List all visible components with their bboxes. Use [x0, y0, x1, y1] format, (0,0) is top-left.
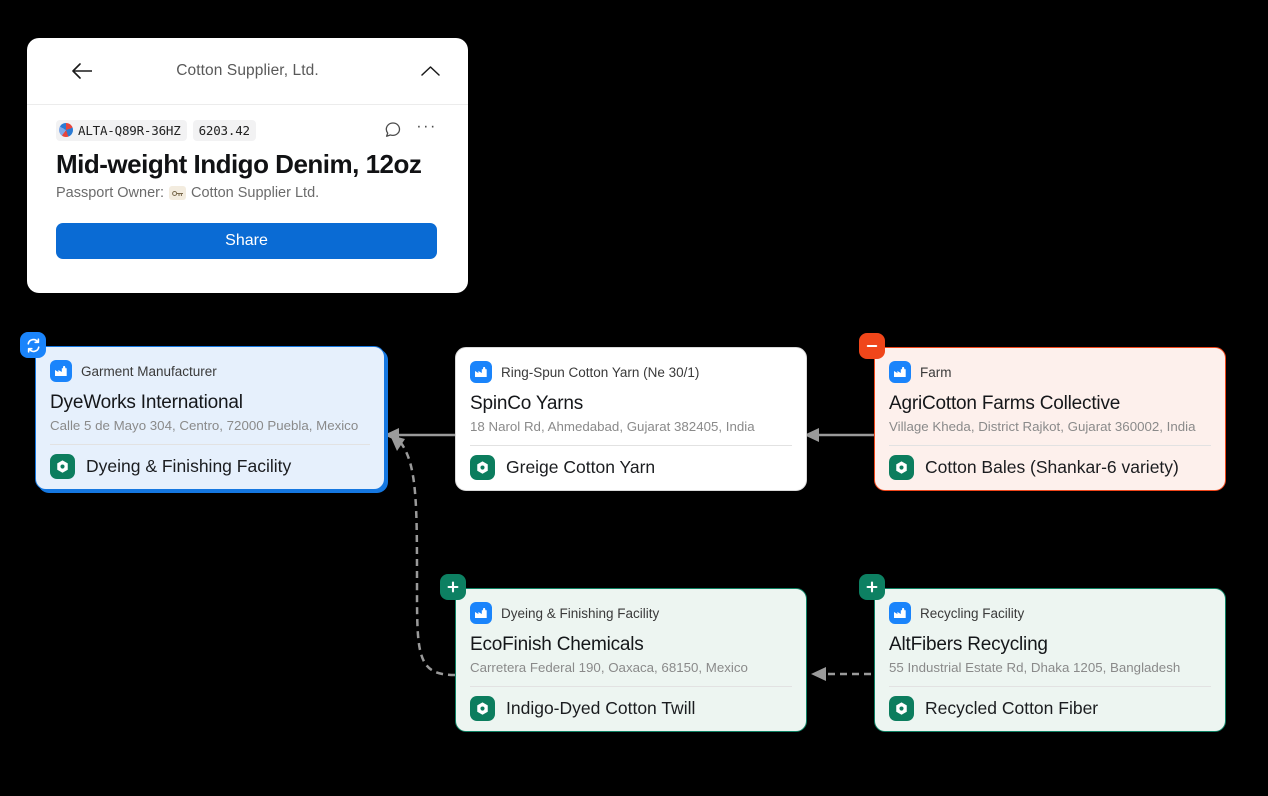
comment-bubble-icon[interactable]	[384, 121, 402, 139]
node-product-label: Greige Cotton Yarn	[506, 457, 656, 477]
node-product-row: Greige Cotton Yarn	[470, 455, 792, 480]
owner-prefix-label: Passport Owner:	[56, 185, 164, 201]
node-type-row: Recycling Facility	[889, 602, 1211, 624]
plus-icon[interactable]	[859, 574, 885, 600]
node-product-row: Indigo-Dyed Cotton Twill	[470, 696, 792, 721]
divider	[889, 445, 1211, 446]
panel-header: Cotton Supplier, Ltd.	[27, 38, 468, 105]
chevron-up-icon[interactable]	[418, 59, 442, 83]
product-node-icon	[889, 696, 914, 721]
node-address: Carretera Federal 190, Oaxaca, 68150, Me…	[470, 660, 748, 675]
alta-logo-icon	[59, 123, 73, 137]
node-card-ecofinish[interactable]: Dyeing & Finishing Facility EcoFinish Ch…	[440, 574, 807, 732]
plus-icon[interactable]	[440, 574, 466, 600]
passport-id-text: ALTA-Q89R-36HZ	[78, 122, 181, 138]
divider	[889, 686, 1211, 687]
node-product-label: Dyeing & Finishing Facility	[86, 456, 292, 476]
ellipsis-icon[interactable]: ···	[416, 118, 437, 135]
node-type-label: Recycling Facility	[920, 605, 1025, 621]
panel-body: ALTA-Q89R-36HZ 6203.42 ··· Mid-weight In…	[27, 105, 468, 259]
node-name: AgriCotton Farms Collective	[889, 393, 1121, 414]
factory-icon	[889, 602, 911, 624]
node-card-agricotton[interactable]: Farm AgriCotton Farms Collective Village…	[859, 333, 1226, 491]
meta-actions: ···	[384, 118, 439, 139]
node-card-dyeworks[interactable]: Garment Manufacturer DyeWorks Internatio…	[20, 332, 385, 490]
back-button[interactable]	[69, 58, 95, 84]
node-product-label: Cotton Bales (Shankar-6 variety)	[925, 457, 1179, 477]
node-name: DyeWorks International	[50, 392, 243, 413]
product-node-icon	[889, 455, 914, 480]
node-name: AltFibers Recycling	[889, 634, 1048, 655]
passport-meta-row: ALTA-Q89R-36HZ 6203.42 ···	[56, 119, 439, 141]
factory-icon	[470, 361, 492, 383]
node-type-label: Ring-Spun Cotton Yarn (Ne 30/1)	[501, 364, 700, 380]
node-type-label: Farm	[920, 364, 952, 380]
node-address: 18 Narol Rd, Ahmedabad, Gujarat 382405, …	[470, 419, 755, 434]
passport-id-chip[interactable]: ALTA-Q89R-36HZ	[56, 119, 187, 141]
divider	[470, 686, 792, 687]
connector-altfibers-to-ecofinish	[811, 667, 883, 681]
factory-icon	[50, 360, 72, 382]
product-node-icon	[470, 455, 495, 480]
node-card-altfibers[interactable]: Recycling Facility AltFibers Recycling 5…	[859, 574, 1226, 732]
panel-title: Cotton Supplier, Ltd.	[176, 62, 319, 79]
node-type-label: Dyeing & Finishing Facility	[501, 605, 660, 621]
product-node-icon	[50, 454, 75, 479]
factory-icon	[470, 602, 492, 624]
owner-seal-icon	[169, 186, 186, 200]
node-type-row: Farm	[889, 361, 1211, 383]
factory-icon	[889, 361, 911, 383]
node-type-row: Garment Manufacturer	[50, 360, 370, 382]
passport-number-chip[interactable]: 6203.42	[192, 119, 256, 141]
share-button[interactable]: Share	[56, 223, 437, 259]
node-type-label: Garment Manufacturer	[81, 363, 217, 379]
passport-owner-line: Passport Owner: Cotton Supplier Ltd.	[56, 185, 439, 201]
product-node-icon	[470, 696, 495, 721]
node-name: SpinCo Yarns	[470, 393, 584, 414]
node-type-row: Ring-Spun Cotton Yarn (Ne 30/1)	[470, 361, 792, 383]
node-product-row: Recycled Cotton Fiber	[889, 696, 1211, 721]
product-title: Mid-weight Indigo Denim, 12oz	[56, 149, 422, 179]
divider	[50, 444, 370, 445]
minus-icon[interactable]	[859, 333, 885, 359]
node-address: Calle 5 de Mayo 304, Centro, 72000 Puebl…	[50, 418, 359, 433]
node-product-label: Recycled Cotton Fiber	[925, 698, 1099, 718]
node-name: EcoFinish Chemicals	[470, 634, 644, 655]
node-card-spinco[interactable]: Ring-Spun Cotton Yarn (Ne 30/1) SpinCo Y…	[455, 347, 807, 491]
node-address: 55 Industrial Estate Rd, Dhaka 1205, Ban…	[889, 660, 1181, 675]
owner-name: Cotton Supplier Ltd.	[191, 185, 320, 201]
node-product-row: Cotton Bales (Shankar-6 variety)	[889, 455, 1211, 480]
node-type-row: Dyeing & Finishing Facility	[470, 602, 792, 624]
passport-detail-panel: Cotton Supplier, Ltd. ALTA-Q89R-36HZ 620…	[27, 38, 468, 293]
node-address: Village Kheda, District Rajkot, Gujarat …	[889, 419, 1196, 434]
node-product-label: Indigo-Dyed Cotton Twill	[506, 698, 696, 718]
divider	[470, 445, 792, 446]
node-product-row: Dyeing & Finishing Facility	[50, 454, 370, 479]
sync-icon[interactable]	[20, 332, 46, 358]
